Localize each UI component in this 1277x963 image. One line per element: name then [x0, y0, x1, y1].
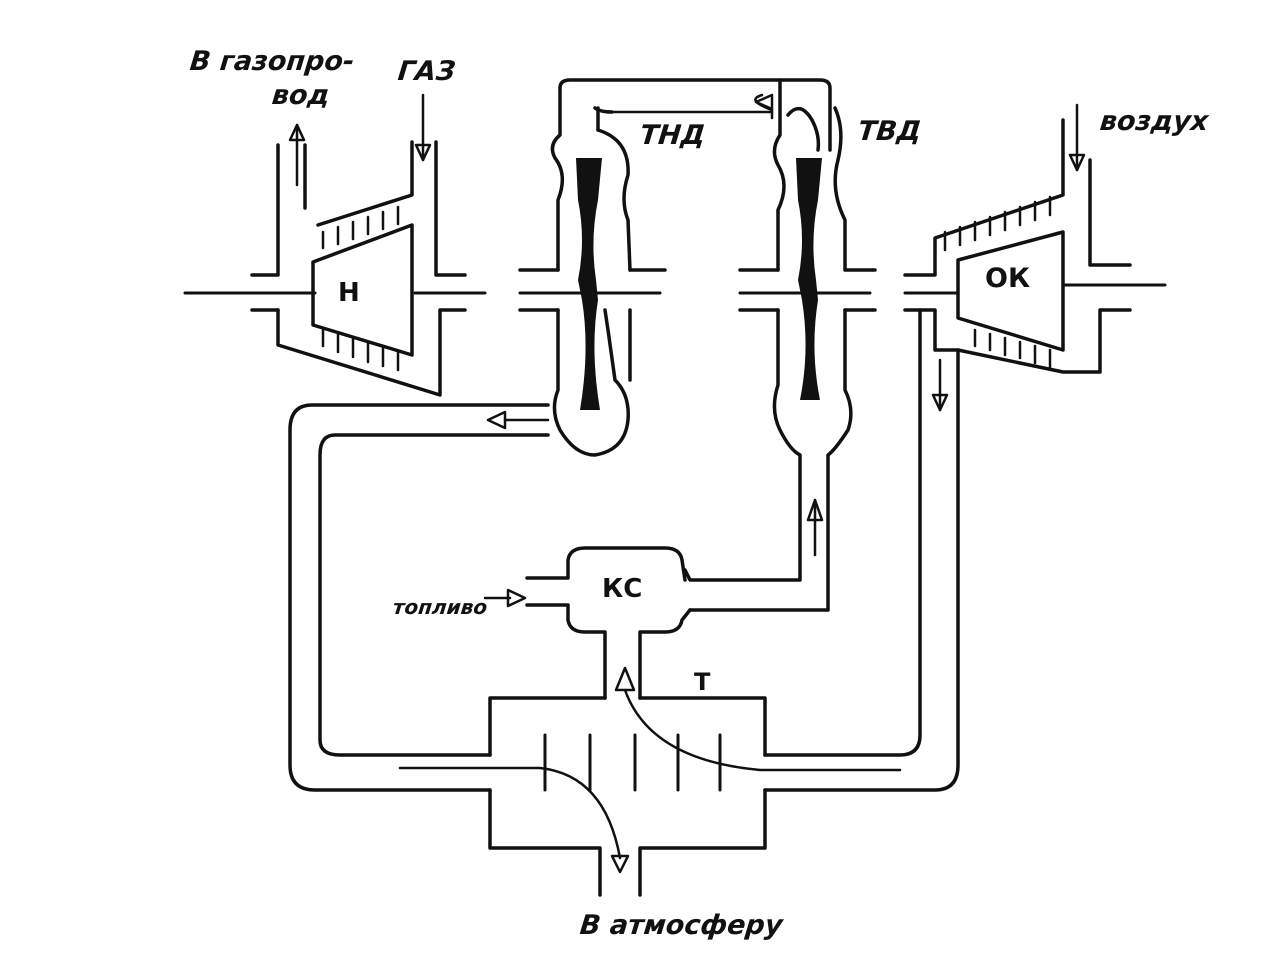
- combustor-label: КС: [602, 574, 643, 604]
- compressor-h-label: Н: [338, 278, 360, 308]
- compressor-ok-label: ОК: [985, 263, 1031, 294]
- high-pressure-turbine: [610, 78, 877, 612]
- regenerator-t: [398, 666, 902, 897]
- axial-compressor-ok: [903, 103, 1132, 412]
- heat-exchanger-label: Т: [694, 668, 711, 696]
- to-atmosphere-label: В атмосферу: [578, 910, 785, 941]
- to-pipeline-label-line2: вод: [270, 80, 332, 111]
- lpt-label: ТНД: [638, 120, 707, 151]
- to-pipeline-label-line1: В газопро-: [188, 46, 356, 77]
- exhaust-duct-left: [288, 403, 550, 792]
- gas-label: ГАЗ: [396, 56, 457, 87]
- fuel-label: топливо: [391, 595, 489, 619]
- combustion-chamber: [483, 546, 692, 700]
- air-duct-right: [763, 308, 960, 792]
- air-label: воздух: [1098, 106, 1210, 137]
- hpt-label: ТВД: [856, 116, 923, 147]
- supercharger-h: [250, 93, 467, 397]
- low-pressure-turbine: [486, 78, 832, 457]
